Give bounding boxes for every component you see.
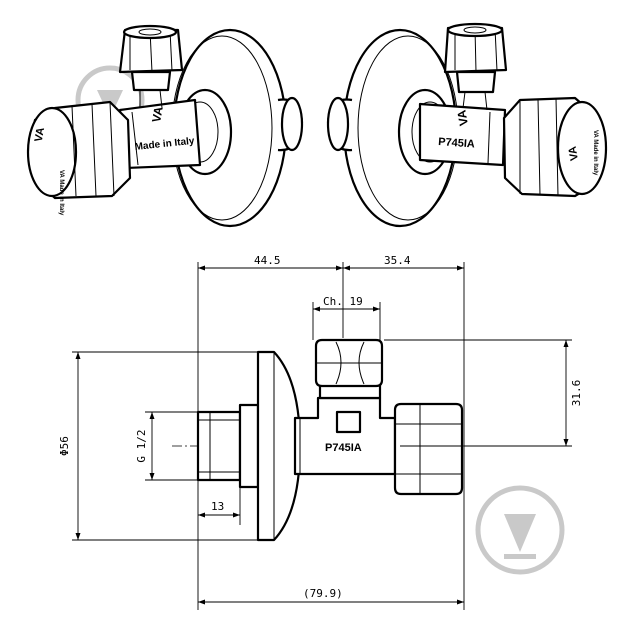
watermark-pin-icon-bottom bbox=[475, 485, 565, 575]
dim-left-length: 44.5 bbox=[254, 254, 281, 267]
dim-height: 31.6 bbox=[570, 380, 583, 407]
dim-right-length: 35.4 bbox=[384, 254, 411, 267]
dim-diameter: Φ56 bbox=[58, 436, 71, 456]
dim-thread-length: 13 bbox=[211, 500, 224, 513]
valve-body bbox=[418, 102, 507, 167]
threaded-inlet bbox=[196, 410, 242, 482]
dim-thread: G 1/2 bbox=[135, 429, 148, 462]
body-label-model: P745IA bbox=[438, 136, 475, 151]
dim-nut-width: Ch. 19 bbox=[323, 295, 363, 308]
valve-body bbox=[293, 396, 397, 476]
dim-total-length: (79.9) bbox=[303, 587, 343, 600]
knob-text: VA Made in Italy bbox=[592, 130, 598, 176]
knob-brand-mark: VA bbox=[567, 145, 581, 161]
body-brand-mark: VA bbox=[454, 109, 471, 127]
handle-knob bbox=[393, 402, 464, 496]
body-brand-mark: VA bbox=[149, 105, 166, 123]
side-elevation-drawing: P745IA 44.5 35.4 bbox=[58, 254, 583, 610]
knob-brand-mark: VA bbox=[33, 126, 47, 142]
body-label-model: P745IA bbox=[325, 442, 362, 454]
rosette-flange bbox=[256, 350, 302, 542]
right-valve-view: VA VA Made in Italy VA P745IA bbox=[326, 22, 608, 228]
knob-text: VA Made in Italy bbox=[58, 170, 64, 216]
left-valve-view: VA VA Made in Italy VA Made in Italy bbox=[26, 24, 304, 228]
